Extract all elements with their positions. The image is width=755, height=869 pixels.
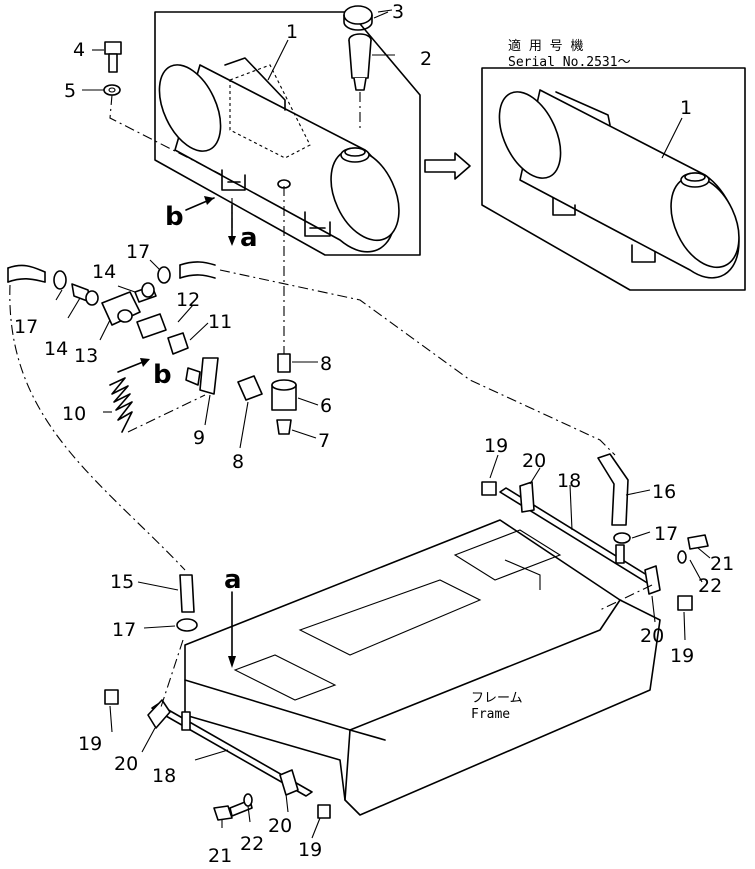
callout-2: 2 [420, 48, 432, 70]
view-b-label: b [153, 360, 172, 390]
frame-label-en: Frame [471, 707, 510, 722]
callout-11: 11 [208, 311, 232, 333]
callout-21: 21 [710, 553, 734, 575]
callout-15: 15 [110, 571, 134, 593]
callout-16: 16 [652, 481, 676, 503]
washer-part [103, 84, 121, 96]
callout-20: 20 [522, 450, 546, 472]
air-tank [158, 57, 400, 253]
callout-4: 4 [73, 39, 85, 61]
callout-20: 20 [114, 753, 138, 775]
callout-1: 1 [286, 21, 298, 43]
callout-8: 8 [320, 353, 332, 375]
callout-17: 17 [654, 523, 678, 545]
callout-17: 17 [14, 316, 38, 338]
callout-18: 18 [152, 765, 176, 787]
callout-14: 14 [44, 338, 68, 360]
serial-inset-panel [481, 67, 746, 291]
view-a-label: a [240, 223, 258, 253]
inset-air-tank [498, 89, 740, 279]
callout-21: 21 [208, 845, 232, 867]
callout-5: 5 [64, 80, 76, 102]
view-b-label: b [165, 202, 184, 232]
serial-note-jp: 適 用 号 機 [508, 38, 583, 54]
view-a-label: a [224, 565, 242, 595]
frame-label-jp: フレーム [471, 691, 523, 706]
callout-14: 14 [92, 261, 116, 283]
callout-17: 17 [126, 241, 150, 263]
frame-body [184, 519, 661, 816]
callout-7: 7 [318, 430, 330, 452]
callout-3: 3 [392, 1, 404, 23]
callout-1-inset: 1 [680, 97, 692, 119]
bolt-part [104, 41, 122, 73]
callout-22: 22 [698, 575, 722, 597]
filler-neck-part [348, 33, 372, 91]
callout-8: 8 [232, 451, 244, 473]
callout-19: 19 [484, 435, 508, 457]
callout-19: 19 [670, 645, 694, 667]
callout-20: 20 [640, 625, 664, 647]
callout-13: 13 [74, 345, 98, 367]
callout-12: 12 [176, 289, 200, 311]
callout-9: 9 [193, 427, 205, 449]
drain-cap-part [343, 5, 389, 31]
callout-18: 18 [557, 470, 581, 492]
callout-17: 17 [112, 619, 136, 641]
callout-19: 19 [298, 839, 322, 861]
callout-22: 22 [240, 833, 264, 855]
callout-6: 6 [320, 395, 332, 417]
callout-10: 10 [62, 403, 86, 425]
callout-20: 20 [268, 815, 292, 837]
serial-note-number: Serial No.2531～ [508, 55, 631, 70]
callout-19: 19 [78, 733, 102, 755]
